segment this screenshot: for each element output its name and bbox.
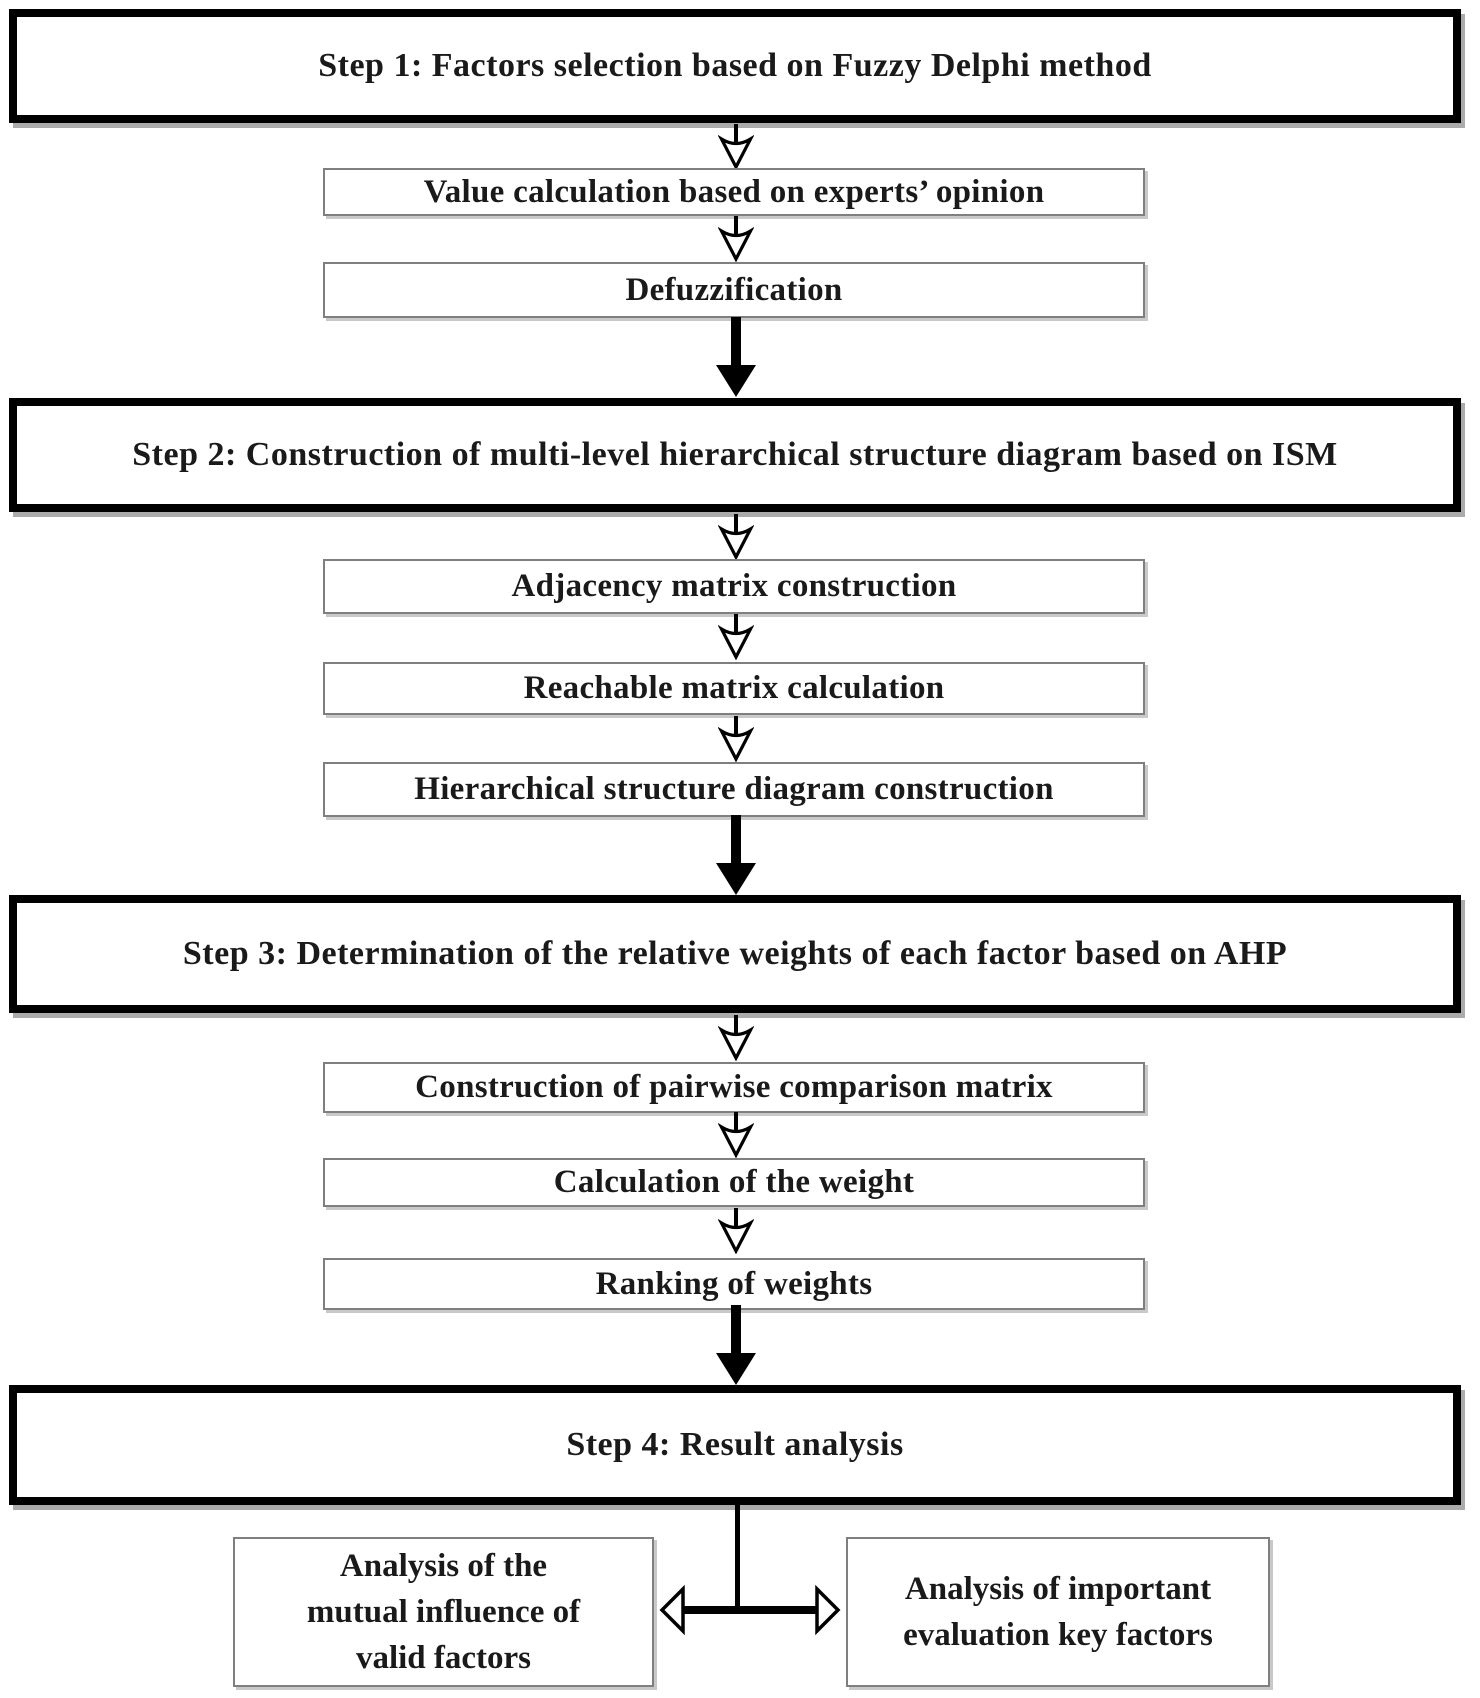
arrow-down-hollow-icon [718, 216, 754, 262]
step4-connector-line [735, 1505, 740, 1613]
step3-box: Step 3: Determination of the relative we… [9, 895, 1461, 1013]
step2-box: Step 2: Construction of multi-level hier… [9, 398, 1461, 512]
arrow-down-hollow-icon [718, 614, 754, 660]
double-arrow-horizontal-icon [659, 1584, 841, 1636]
arrow-down-hollow-icon [718, 124, 754, 170]
pairwise-comparison-box: Construction of pairwise comparison matr… [323, 1062, 1145, 1113]
ranking-weights-box: Ranking of weights [323, 1258, 1145, 1310]
ranking-weights-label: Ranking of weights [595, 1265, 873, 1302]
step4-label: Step 4: Result analysis [566, 1426, 904, 1463]
adjacency-matrix-box: Adjacency matrix construction [323, 559, 1145, 614]
step1-label: Step 1: Factors selection based on Fuzzy… [318, 47, 1152, 84]
value-calculation-box: Value calculation based on experts’ opin… [323, 168, 1145, 216]
step3-label: Step 3: Determination of the relative we… [182, 935, 1288, 972]
key-factors-analysis-box: Analysis of important evaluation key fac… [846, 1537, 1270, 1687]
pairwise-comparison-label: Construction of pairwise comparison matr… [415, 1069, 1053, 1105]
value-calculation-label: Value calculation based on experts’ opin… [423, 173, 1045, 210]
step1-box: Step 1: Factors selection based on Fuzzy… [9, 9, 1461, 123]
hierarchical-diagram-label: Hierarchical structure diagram construct… [414, 771, 1054, 807]
arrow-down-hollow-icon [718, 514, 754, 560]
step2-label: Step 2: Construction of multi-level hier… [132, 436, 1338, 473]
arrow-down-filled-icon [716, 1305, 756, 1385]
arrow-down-filled-icon [716, 815, 756, 895]
key-factors-analysis-label: Analysis of important evaluation key fac… [903, 1570, 1213, 1653]
arrow-down-hollow-icon [718, 1015, 754, 1061]
mutual-influence-analysis-label: Analysis of the mutual influence of vali… [306, 1547, 581, 1677]
arrow-down-hollow-icon [718, 1208, 754, 1254]
adjacency-matrix-label: Adjacency matrix construction [511, 568, 957, 604]
hierarchical-diagram-box: Hierarchical structure diagram construct… [323, 762, 1145, 817]
weight-calculation-label: Calculation of the weight [553, 1164, 915, 1200]
reachable-matrix-label: Reachable matrix calculation [523, 670, 945, 706]
defuzzification-box: Defuzzification [323, 262, 1145, 318]
reachable-matrix-box: Reachable matrix calculation [323, 662, 1145, 715]
step4-box: Step 4: Result analysis [9, 1385, 1461, 1505]
arrow-down-hollow-icon [718, 1112, 754, 1158]
weight-calculation-box: Calculation of the weight [323, 1158, 1145, 1207]
defuzzification-label: Defuzzification [625, 271, 843, 308]
arrow-down-hollow-icon [718, 716, 754, 762]
mutual-influence-analysis-box: Analysis of the mutual influence of vali… [233, 1537, 654, 1687]
arrow-down-filled-icon [716, 317, 756, 397]
